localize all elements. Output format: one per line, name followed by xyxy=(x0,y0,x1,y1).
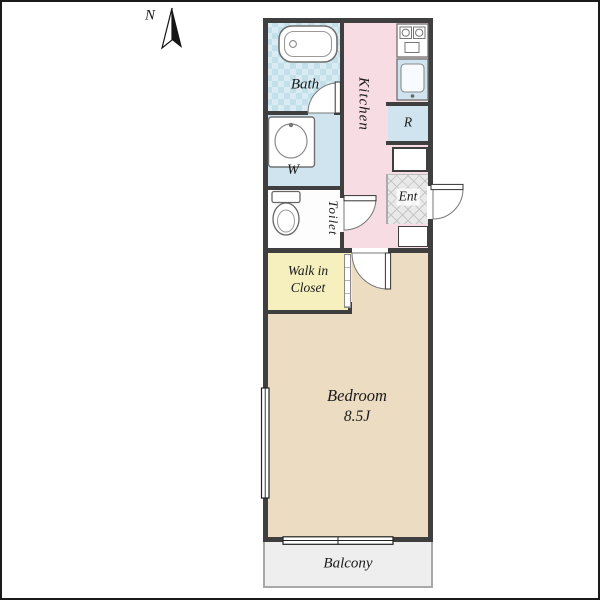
toilet-door-threshold xyxy=(340,198,345,230)
bedroom-side-window xyxy=(260,387,270,499)
toilet-door xyxy=(343,195,377,231)
bedroom-name: Bedroom xyxy=(327,386,387,405)
wall-segment xyxy=(340,232,344,253)
balcony-room xyxy=(263,542,433,588)
meter-box xyxy=(392,147,428,172)
walk-in-closet-label-line1: Walk in xyxy=(287,263,329,279)
entrance-door xyxy=(430,183,464,220)
north-label: N xyxy=(144,7,156,24)
wall-segment xyxy=(348,302,352,314)
wall-segment xyxy=(386,102,433,106)
bedroom-door-threshold xyxy=(352,248,388,254)
toilet-bowl-icon xyxy=(271,190,301,236)
closet-folding-door xyxy=(344,254,351,308)
wall-segment xyxy=(263,186,344,190)
entrance-wall-opening xyxy=(427,186,434,219)
kitchen-sink-icon xyxy=(396,58,429,101)
walk-in-closet-label: Walk in Closet xyxy=(288,263,328,297)
bedroom-label: Bedroom 8.5J xyxy=(327,386,387,426)
bath-door xyxy=(307,81,341,114)
washbasin-icon xyxy=(267,116,316,168)
entrance-label: Ent xyxy=(396,188,420,206)
wall-segment xyxy=(263,111,308,115)
entrance-floor xyxy=(386,174,428,224)
wall-segment xyxy=(388,248,433,253)
wall-segment xyxy=(263,310,352,314)
kitchen-label: Kitchen xyxy=(355,77,372,131)
wall-segment xyxy=(340,18,344,198)
walk-in-closet-room xyxy=(266,252,352,310)
bath-label: Bath xyxy=(290,76,320,93)
toilet-label: Toilet xyxy=(326,200,342,236)
wall-segment xyxy=(263,248,352,253)
walk-in-closet-label-line2: Closet xyxy=(290,280,326,295)
wall-segment xyxy=(386,141,433,145)
balcony-window xyxy=(282,536,394,545)
stove-icon xyxy=(396,23,429,58)
balcony-label: Balcony xyxy=(323,555,373,572)
refrigerator-label: R xyxy=(403,114,413,130)
bedroom-size: 8.5J xyxy=(343,407,371,425)
refrigerator-space xyxy=(388,106,428,141)
north-arrow-icon xyxy=(160,7,182,50)
bathtub-icon xyxy=(278,25,338,63)
shoe-cabinet xyxy=(398,226,428,247)
washroom-label: W xyxy=(286,161,300,178)
bedroom-door xyxy=(351,252,392,290)
